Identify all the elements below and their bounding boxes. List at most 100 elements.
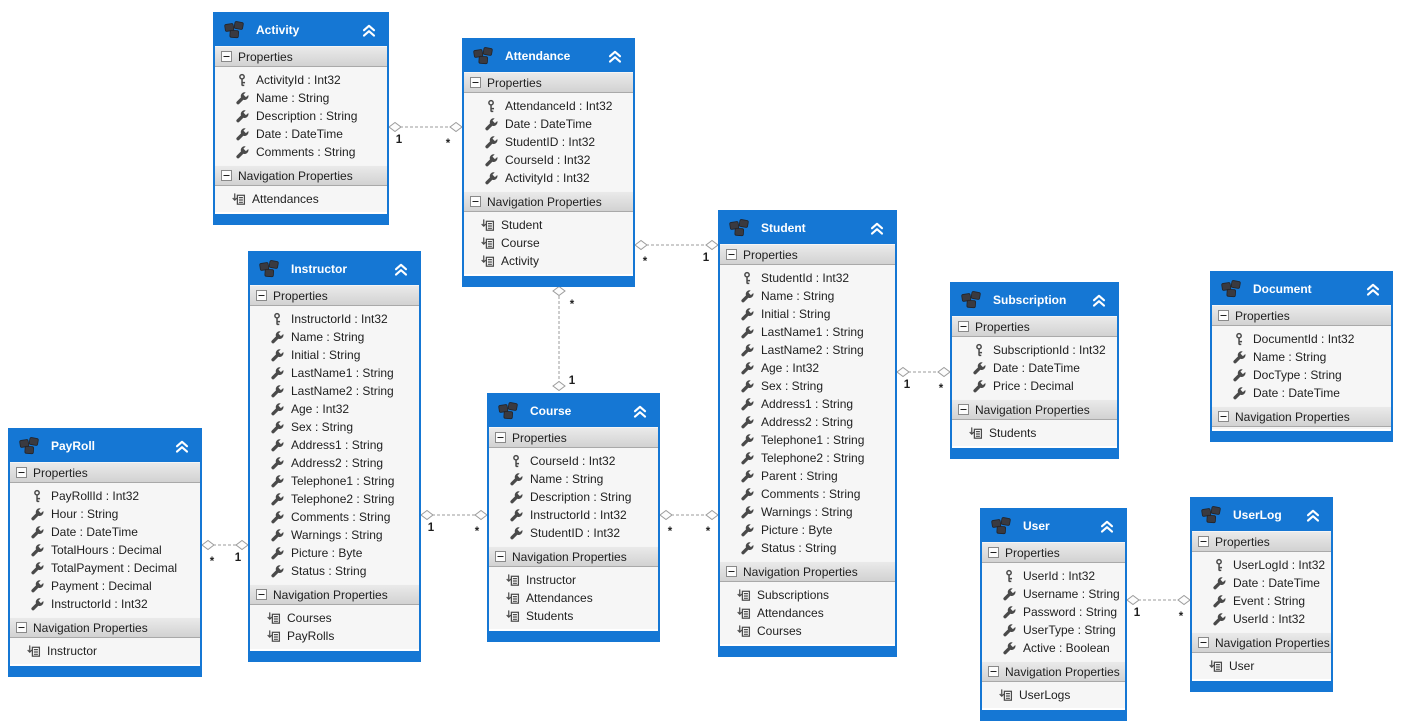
- association-course-student[interactable]: **: [659, 509, 719, 539]
- property-row[interactable]: Initial : String: [720, 305, 895, 323]
- property-row[interactable]: PayRollId : Int32: [10, 487, 200, 505]
- properties-section-header[interactable]: Properties: [952, 316, 1117, 337]
- property-row[interactable]: Address1 : String: [720, 395, 895, 413]
- collapse-chevron-icon[interactable]: [1089, 291, 1109, 309]
- property-row[interactable]: ActivityId : Int32: [464, 169, 633, 187]
- property-row[interactable]: ActivityId : Int32: [215, 71, 387, 89]
- property-row[interactable]: Sex : String: [720, 377, 895, 395]
- property-row[interactable]: LastName1 : String: [250, 364, 419, 382]
- property-row[interactable]: Course: [464, 234, 633, 252]
- property-row[interactable]: Attendances: [489, 589, 658, 607]
- property-row[interactable]: Status : String: [250, 562, 419, 580]
- minus-box-icon[interactable]: [495, 432, 506, 443]
- properties-section-header[interactable]: Properties: [215, 46, 387, 67]
- property-row[interactable]: Activity: [464, 252, 633, 270]
- property-row[interactable]: Name : String: [250, 328, 419, 346]
- entity-subscription[interactable]: Subscription Properties SubscriptionId :…: [950, 282, 1119, 459]
- entity-header[interactable]: PayRoll: [10, 430, 200, 462]
- property-row[interactable]: Password : String: [982, 603, 1125, 621]
- property-row[interactable]: Comments : String: [250, 508, 419, 526]
- properties-section-header[interactable]: Properties: [489, 427, 658, 448]
- property-row[interactable]: UserLogs: [982, 686, 1125, 704]
- minus-box-icon[interactable]: [256, 589, 267, 600]
- entity-instructor[interactable]: Instructor Properties InstructorId : Int…: [248, 251, 421, 662]
- association-attendance-course[interactable]: *1: [552, 285, 576, 392]
- minus-box-icon[interactable]: [256, 290, 267, 301]
- property-row[interactable]: SubscriptionId : Int32: [952, 341, 1117, 359]
- property-row[interactable]: Courses: [720, 622, 895, 640]
- property-row[interactable]: Name : String: [1212, 348, 1391, 366]
- minus-box-icon[interactable]: [470, 77, 481, 88]
- minus-box-icon[interactable]: [726, 566, 737, 577]
- property-row[interactable]: Courses: [250, 609, 419, 627]
- entity-header[interactable]: Activity: [215, 14, 387, 46]
- navigation-section-header[interactable]: Navigation Properties: [1192, 632, 1331, 653]
- properties-section-header[interactable]: Properties: [720, 244, 895, 265]
- property-row[interactable]: Student: [464, 216, 633, 234]
- collapse-chevron-icon[interactable]: [1303, 506, 1323, 524]
- property-row[interactable]: Comments : String: [720, 485, 895, 503]
- property-row[interactable]: Date : DateTime: [464, 115, 633, 133]
- property-row[interactable]: InstructorId : Int32: [489, 506, 658, 524]
- entity-header[interactable]: User: [982, 510, 1125, 542]
- minus-box-icon[interactable]: [1198, 637, 1209, 648]
- entity-attendance[interactable]: Attendance Properties AttendanceId : Int…: [462, 38, 635, 287]
- property-row[interactable]: LastName1 : String: [720, 323, 895, 341]
- property-row[interactable]: InstructorId : Int32: [10, 595, 200, 613]
- property-row[interactable]: Status : String: [720, 539, 895, 557]
- association-student-subscription[interactable]: 1*: [896, 366, 951, 396]
- association-payroll-instructor[interactable]: *1: [201, 539, 249, 569]
- collapse-chevron-icon[interactable]: [630, 402, 650, 420]
- minus-box-icon[interactable]: [470, 196, 481, 207]
- navigation-section-header[interactable]: Navigation Properties: [215, 165, 387, 186]
- property-row[interactable]: InstructorId : Int32: [250, 310, 419, 328]
- property-row[interactable]: StudentID : Int32: [464, 133, 633, 151]
- association-attendance-student[interactable]: *1: [634, 239, 719, 269]
- minus-box-icon[interactable]: [221, 51, 232, 62]
- entity-header[interactable]: UserLog: [1192, 499, 1331, 531]
- minus-box-icon[interactable]: [16, 622, 27, 633]
- property-row[interactable]: Price : Decimal: [952, 377, 1117, 395]
- property-row[interactable]: StudentId : Int32: [720, 269, 895, 287]
- property-row[interactable]: AttendanceId : Int32: [464, 97, 633, 115]
- minus-box-icon[interactable]: [988, 666, 999, 677]
- property-row[interactable]: DocType : String: [1212, 366, 1391, 384]
- collapse-chevron-icon[interactable]: [391, 260, 411, 278]
- minus-box-icon[interactable]: [16, 467, 27, 478]
- property-row[interactable]: Name : String: [720, 287, 895, 305]
- collapse-chevron-icon[interactable]: [359, 21, 379, 39]
- minus-box-icon[interactable]: [1218, 310, 1229, 321]
- property-row[interactable]: UserType : String: [982, 621, 1125, 639]
- property-row[interactable]: Telephone2 : String: [720, 449, 895, 467]
- property-row[interactable]: UserId : Int32: [1192, 610, 1331, 628]
- property-row[interactable]: Payment : Decimal: [10, 577, 200, 595]
- property-row[interactable]: Subscriptions: [720, 586, 895, 604]
- property-row[interactable]: TotalHours : Decimal: [10, 541, 200, 559]
- minus-box-icon[interactable]: [958, 321, 969, 332]
- property-row[interactable]: Age : Int32: [720, 359, 895, 377]
- property-row[interactable]: Date : DateTime: [1192, 574, 1331, 592]
- property-row[interactable]: Address2 : String: [250, 454, 419, 472]
- property-row[interactable]: DocumentId : Int32: [1212, 330, 1391, 348]
- minus-box-icon[interactable]: [221, 170, 232, 181]
- navigation-section-header[interactable]: Navigation Properties: [250, 584, 419, 605]
- property-row[interactable]: UserLogId : Int32: [1192, 556, 1331, 574]
- property-row[interactable]: Picture : Byte: [720, 521, 895, 539]
- property-row[interactable]: Address2 : String: [720, 413, 895, 431]
- property-row[interactable]: Students: [489, 607, 658, 625]
- property-row[interactable]: Instructor: [489, 571, 658, 589]
- property-row[interactable]: Active : Boolean: [982, 639, 1125, 657]
- properties-section-header[interactable]: Properties: [10, 462, 200, 483]
- property-row[interactable]: StudentID : Int32: [489, 524, 658, 542]
- property-row[interactable]: CourseId : Int32: [489, 452, 658, 470]
- entity-header[interactable]: Subscription: [952, 284, 1117, 316]
- entity-header[interactable]: Document: [1212, 273, 1391, 305]
- property-row[interactable]: UserId : Int32: [982, 567, 1125, 585]
- entity-header[interactable]: Student: [720, 212, 895, 244]
- property-row[interactable]: Initial : String: [250, 346, 419, 364]
- property-row[interactable]: Parent : String: [720, 467, 895, 485]
